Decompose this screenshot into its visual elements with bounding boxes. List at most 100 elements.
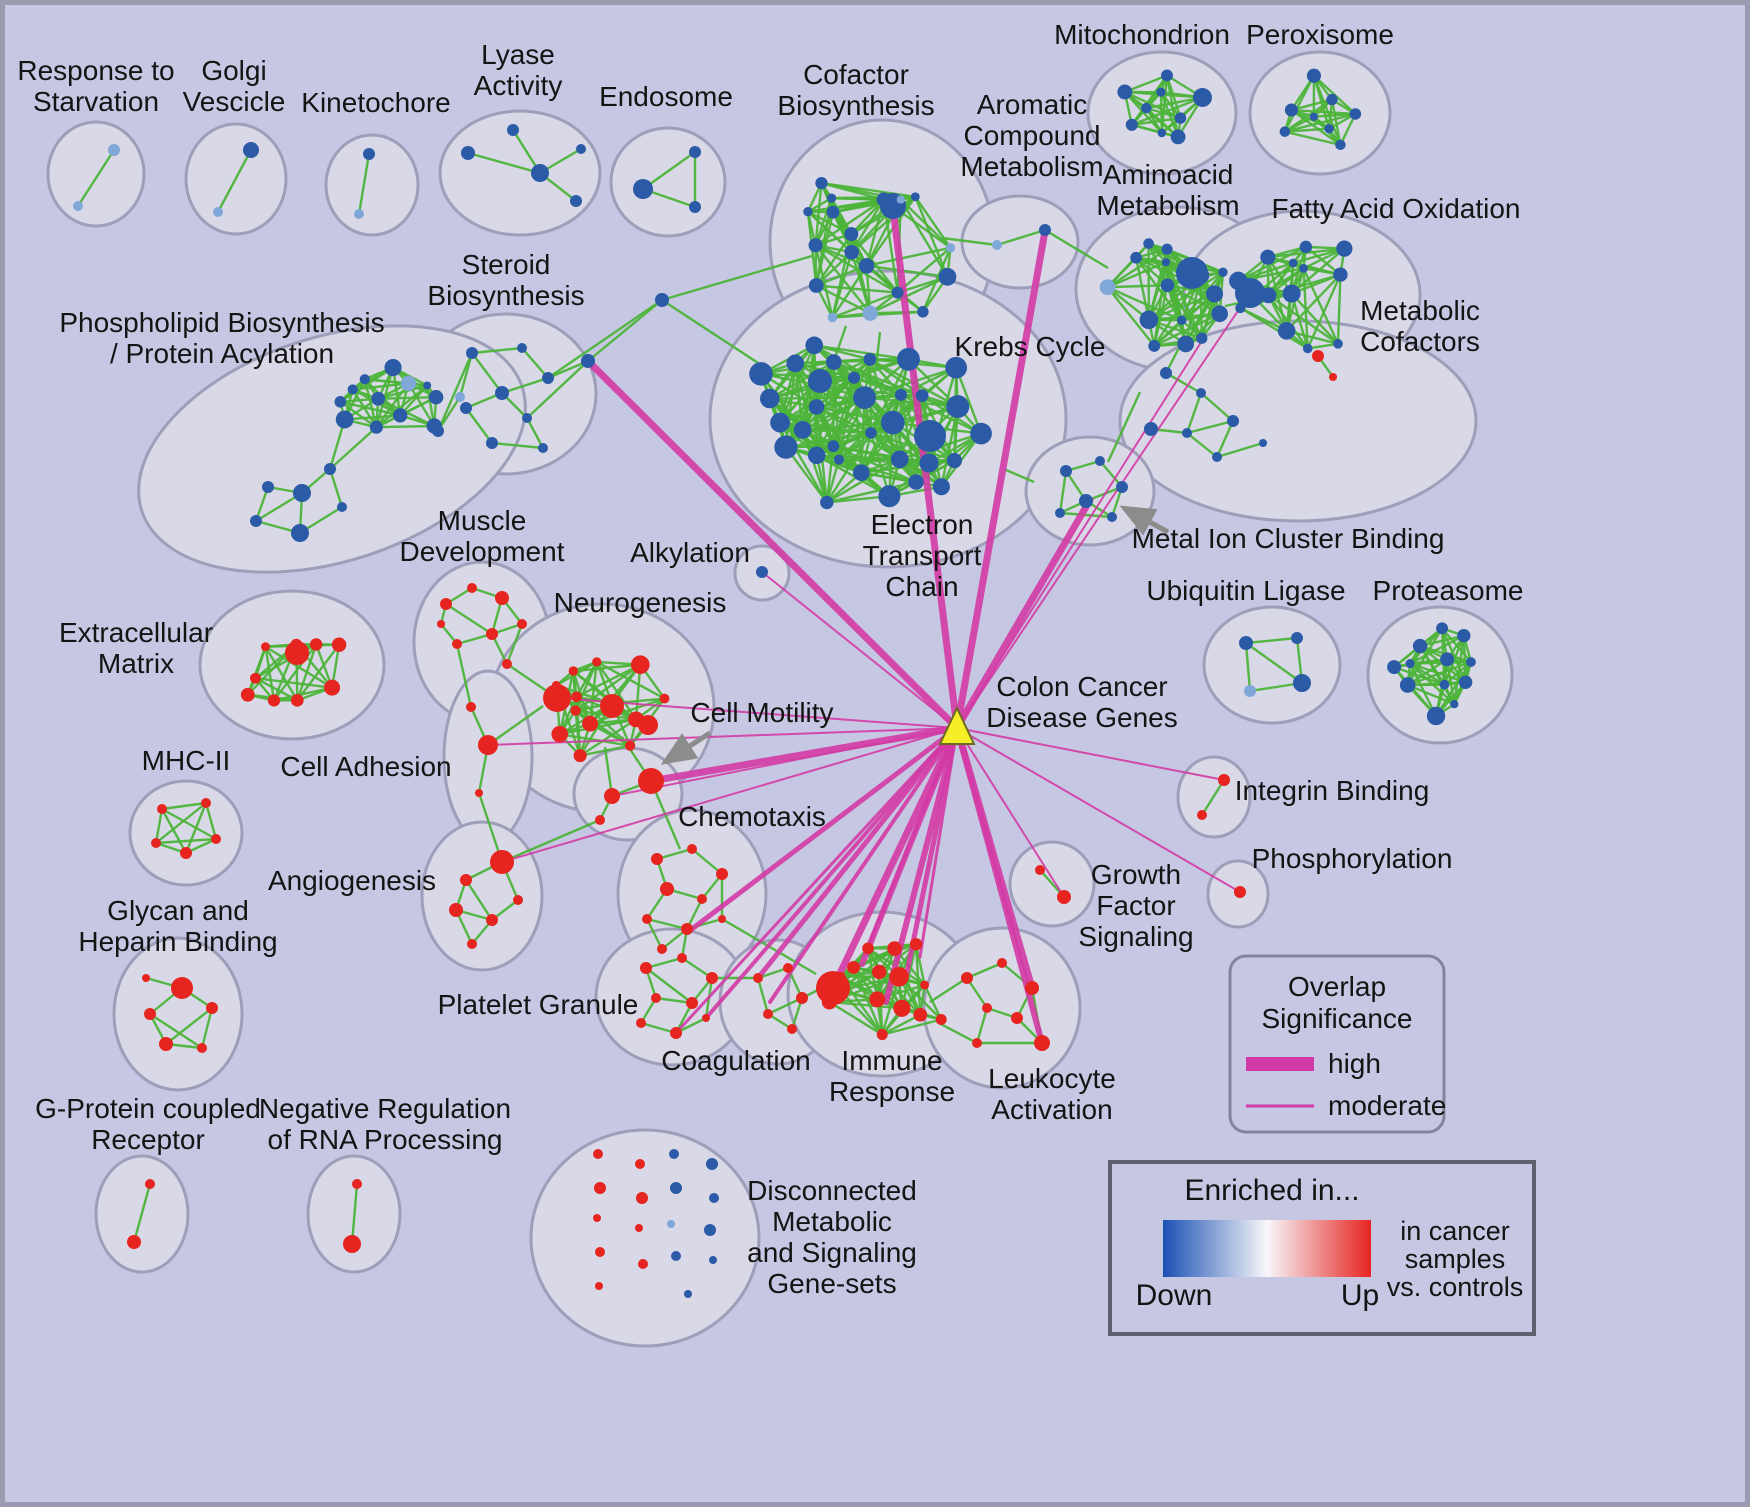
gene-set-edge <box>645 956 683 970</box>
gene-set-edge <box>881 1013 921 1036</box>
gene-set-edge <box>816 405 872 434</box>
cluster-label-coagulation: Coagulation <box>661 1045 810 1076</box>
gene-set-node-cofactor-biosynthesis <box>896 195 905 204</box>
overlap-edge <box>584 357 961 732</box>
gene-set-edge <box>132 1183 152 1243</box>
gene-set-edge <box>656 847 693 861</box>
gene-set-node-mhc-ii <box>151 838 161 848</box>
cluster-ellipse-metabolic-cofactors <box>1118 319 1478 523</box>
gene-set-edge <box>1453 635 1465 705</box>
gene-set-node-aminoacid-metabolism <box>1177 335 1195 353</box>
cluster-label-lyase-activity: Lyase <box>481 39 555 70</box>
gene-set-node-glycan-heparin-binding <box>206 1002 218 1014</box>
gene-set-node-cofactor-biosynthesis <box>815 176 828 190</box>
gene-set-edge <box>350 1183 359 1245</box>
cluster-label-g-protein-coupled-receptor: Receptor <box>91 1124 205 1155</box>
gene-set-node-muscle-development <box>437 620 445 628</box>
gene-set-edge <box>1409 662 1456 706</box>
gene-set-node-proteasome <box>1439 679 1450 690</box>
gene-set-node-metabolic-cofactors <box>1182 428 1192 438</box>
gene-set-edge <box>914 196 949 278</box>
gene-set-edge <box>850 198 885 235</box>
gene-set-node-phospholipid-biosynthesis <box>423 381 432 390</box>
gene-set-edge <box>1124 74 1168 94</box>
cluster-label-aromatic-compound-metabolism: Aromatic <box>977 89 1087 120</box>
gene-set-edge <box>865 265 872 314</box>
gene-set-node-immune-response <box>913 1007 928 1022</box>
gene-set-edge <box>807 210 853 254</box>
gene-set-edge <box>826 458 901 504</box>
gene-set-edge <box>154 808 164 844</box>
gene-set-edge <box>576 663 641 698</box>
gene-set-node-negative-regulation-rna-processing <box>352 1179 362 1189</box>
cluster-label-leukocyte-activation: Activation <box>991 1094 1112 1125</box>
gene-set-node-cell-adhesion <box>475 789 483 797</box>
gene-set-edge <box>923 984 943 1021</box>
gene-set-node-electron-transport-chain <box>774 435 798 459</box>
gene-set-node-electron-transport-chain <box>853 464 870 482</box>
gene-set-edge <box>813 344 866 399</box>
gene-set-edge <box>1184 271 1225 345</box>
gene-set-node-steroid-biosynthesis <box>486 437 498 449</box>
gene-set-edge <box>1153 262 1168 347</box>
gene-set-node-immune-response <box>869 991 886 1008</box>
gene-set-node-muscle-development <box>495 591 509 605</box>
gene-set-edge <box>861 461 930 474</box>
gene-set-node-immune-response <box>909 938 923 951</box>
gene-set-node-endosome <box>689 201 701 213</box>
gene-set-edge <box>1059 511 1113 519</box>
overlap-edge <box>903 725 960 980</box>
gene-set-node-bridge-node <box>655 293 669 307</box>
gene-set-edge <box>642 151 696 190</box>
gene-set-edge <box>1305 245 1342 276</box>
gene-set-edge <box>778 363 797 423</box>
cluster-label-aromatic-compound-metabolism: Metabolism <box>960 151 1103 182</box>
gene-set-node-phospholipid-biosynthesis <box>337 502 347 512</box>
cluster-label-growth-factor-signaling: Signaling <box>1078 921 1193 952</box>
cluster-label-steroid-biosynthesis: Steroid <box>462 249 551 280</box>
gene-set-node-disconnected-gene-sets <box>704 1224 716 1236</box>
gene-set-node-chemotaxis <box>687 844 697 854</box>
cluster-label-leukocyte-activation: Leukocyte <box>988 1063 1116 1094</box>
gene-set-edge <box>574 661 598 712</box>
cluster-label-peroxisome: Peroxisome <box>1246 19 1394 50</box>
gene-set-node-immune-response <box>872 964 887 980</box>
gene-set-node-g-protein-coupled-receptor <box>145 1179 155 1189</box>
gene-set-node-extracellular-matrix <box>331 637 347 652</box>
gene-set-node-peroxisome <box>1349 108 1362 120</box>
gene-set-edge <box>184 802 208 854</box>
gene-set-node-fatty-acid-oxidation <box>1229 271 1248 291</box>
gene-set-node-aminoacid-metabolism <box>1161 243 1173 255</box>
gene-set-edge <box>1124 90 1181 120</box>
overlap-edge <box>501 727 958 863</box>
cluster-label-integrin-binding: Integrin Binding <box>1235 775 1430 806</box>
gene-set-node-kinetochore <box>363 148 375 160</box>
gene-set-edge <box>691 848 723 875</box>
gene-set-edge <box>1131 116 1181 127</box>
gene-set-node-steroid-biosynthesis <box>522 413 532 423</box>
gene-set-node-mhc-ii <box>211 834 221 844</box>
gene-set-edge <box>1165 75 1180 138</box>
cluster-label-alkylation: Alkylation <box>630 537 750 568</box>
gene-set-edge <box>200 1007 214 1049</box>
gene-set-node-leukocyte-activation <box>1034 1035 1050 1051</box>
gene-set-node-phospholipid-biosynthesis <box>335 410 354 429</box>
cluster-label-cofactor-biosynthesis: Biosynthesis <box>777 90 934 121</box>
cluster-label-muscle-development: Muscle <box>438 505 527 536</box>
gene-set-node-proteasome <box>1387 660 1402 675</box>
gene-set-node-phospholipid-biosynthesis <box>250 515 262 527</box>
legend-enriched-caption: samples <box>1405 1244 1506 1274</box>
cluster-ellipse-lyase-activity <box>438 109 602 237</box>
gene-set-node-steroid-biosynthesis <box>581 354 595 368</box>
cluster-label-cofactor-biosynthesis: Cofactor <box>803 59 909 90</box>
gene-set-node-phospholipid-biosynthesis <box>428 389 444 405</box>
gene-set-edge <box>1284 127 1330 133</box>
gene-set-node-metabolic-cofactors <box>1329 373 1337 381</box>
gene-set-node-immune-response <box>876 1029 888 1041</box>
gene-set-node-proteasome <box>1399 677 1416 693</box>
gene-set-node-mitochondrion <box>1170 129 1186 145</box>
gene-set-node-steroid-biosynthesis <box>460 402 472 414</box>
gene-set-node-fatty-acid-oxidation <box>1336 240 1353 257</box>
gene-set-edge <box>589 663 642 725</box>
legend-enriched-title: Enriched in... <box>1184 1174 1359 1207</box>
